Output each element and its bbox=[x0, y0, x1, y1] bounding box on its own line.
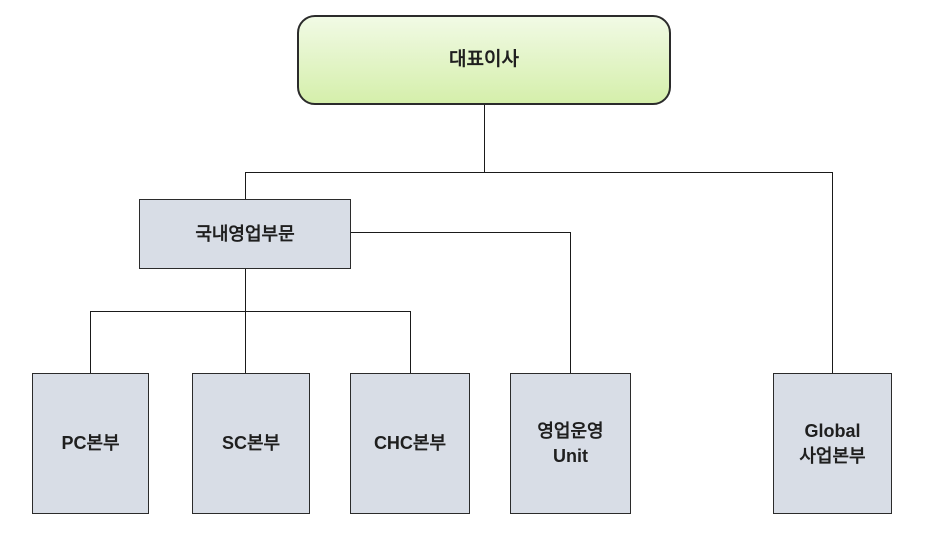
org-node-sc-division-label: SC본부 bbox=[221, 433, 281, 454]
org-node-sales-ops-unit-label: 영업운영 Unit bbox=[537, 421, 604, 466]
connector-to-sc bbox=[245, 311, 246, 373]
connector-tier1-to-division bbox=[245, 172, 246, 199]
org-node-ceo: 대표이사 bbox=[297, 15, 671, 105]
connector-tier1-to-global bbox=[832, 172, 833, 374]
org-node-pc-division: PC본부 bbox=[32, 373, 149, 514]
connector-ceo-down bbox=[484, 105, 485, 172]
org-node-domestic-sales-division-label: 국내영업부문 bbox=[195, 223, 295, 244]
connector-to-chc bbox=[410, 311, 411, 373]
org-node-global-business-division-label: Global 사업본부 bbox=[799, 421, 866, 466]
org-node-sc-division: SC본부 bbox=[192, 373, 310, 514]
org-node-sales-ops-unit: 영업운영 Unit bbox=[510, 373, 631, 514]
org-node-domestic-sales-division: 국내영업부문 bbox=[139, 199, 351, 269]
org-node-global-business-division: Global 사업본부 bbox=[773, 373, 892, 514]
org-node-ceo-label: 대표이사 bbox=[449, 49, 519, 71]
connector-tier1-horizontal bbox=[245, 172, 833, 173]
connector-division-to-unit-horizontal bbox=[351, 232, 571, 233]
org-node-chc-division-label: CHC본부 bbox=[373, 433, 447, 454]
connector-to-sales-ops-unit bbox=[570, 232, 571, 373]
connector-division-down bbox=[245, 269, 246, 311]
connector-tier2-horizontal bbox=[90, 311, 411, 312]
org-node-pc-division-label: PC본부 bbox=[61, 433, 120, 454]
connector-to-pc bbox=[90, 311, 91, 373]
org-node-chc-division: CHC본부 bbox=[350, 373, 470, 514]
